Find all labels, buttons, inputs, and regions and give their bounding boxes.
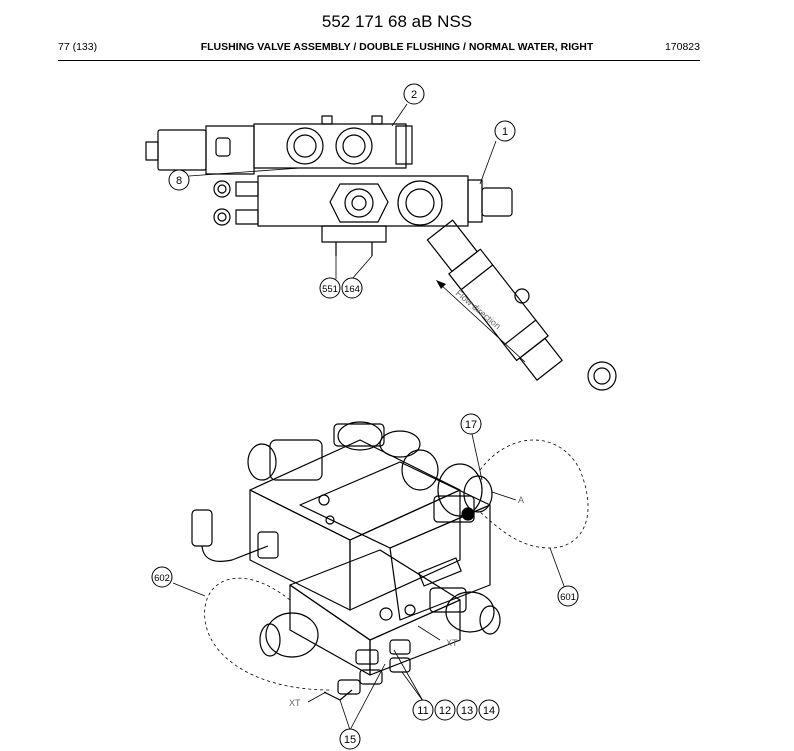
svg-text:602: 602 <box>154 573 170 584</box>
svg-text:1: 1 <box>502 126 508 138</box>
callout-601: 601 <box>557 585 579 607</box>
detail-envelope-602 <box>204 577 331 691</box>
document-code: 170823 <box>664 41 700 53</box>
svg-text:164: 164 <box>344 284 360 295</box>
top-view-valve <box>145 115 617 391</box>
callout-14: 14 <box>478 699 500 721</box>
callout-1: 1 <box>494 120 516 142</box>
header-rule <box>58 60 700 61</box>
callout-602: 602 <box>151 566 173 588</box>
xt-label-right: XT <box>446 638 458 648</box>
leader-lines <box>172 103 565 731</box>
detail-envelope-601 <box>477 439 589 549</box>
svg-text:8: 8 <box>176 175 182 187</box>
callout-13: 13 <box>456 699 478 721</box>
page-heading: FLUSHING VALVE ASSEMBLY / DOUBLE FLUSHIN… <box>200 41 594 53</box>
flow-arrow <box>439 283 526 363</box>
callout-551: 551 <box>319 277 341 299</box>
xt-label-left: XT <box>289 698 301 708</box>
flow-direction-label: Flow direction <box>454 288 503 331</box>
section-label-a: A <box>518 495 524 505</box>
svg-text:2: 2 <box>411 89 417 101</box>
svg-text:13: 13 <box>461 705 473 717</box>
svg-text:15: 15 <box>344 734 356 746</box>
isometric-view-valve <box>191 421 501 701</box>
callout-2: 2 <box>403 83 425 105</box>
svg-text:11: 11 <box>417 705 428 717</box>
callouts: 1 2 8 551 164 17 601 602 11 12 13 14 15 <box>151 83 579 750</box>
svg-text:14: 14 <box>483 705 495 717</box>
page-title: 552 171 68 aB NSS <box>321 12 473 31</box>
callout-11: 11 <box>412 699 434 721</box>
callout-164: 164 <box>341 277 363 299</box>
callout-8: 8 <box>168 169 190 191</box>
svg-text:601: 601 <box>560 592 576 603</box>
svg-text:12: 12 <box>439 705 451 717</box>
page-number: 77 (133) <box>58 41 98 53</box>
svg-text:551: 551 <box>322 284 338 295</box>
callout-17: 17 <box>460 413 482 435</box>
callout-15: 15 <box>339 728 361 750</box>
svg-text:17: 17 <box>465 419 477 431</box>
callout-12: 12 <box>434 699 456 721</box>
